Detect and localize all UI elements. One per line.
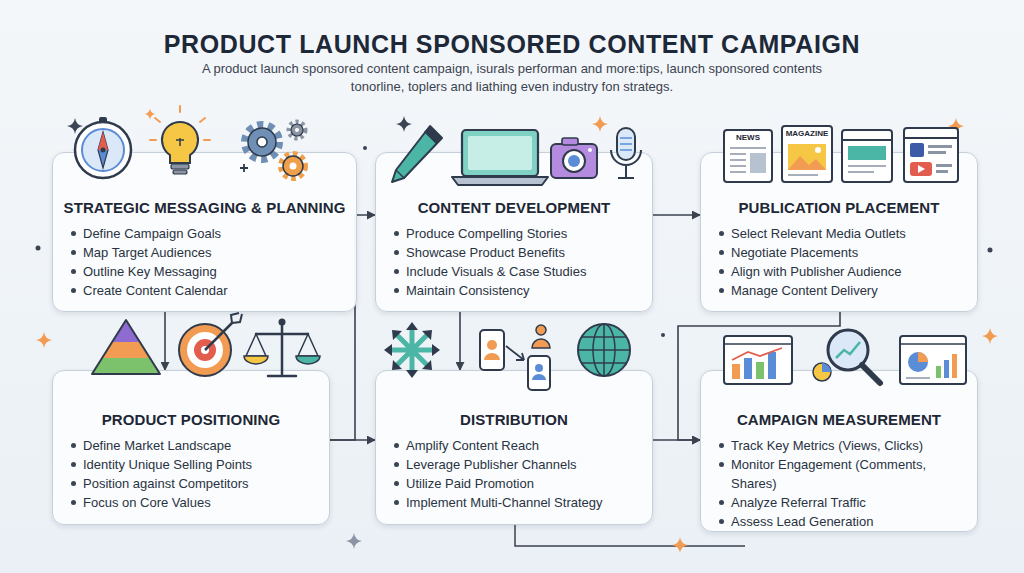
box-title: CONTENT DEVELOPMENT <box>382 199 646 217</box>
flow-arrow <box>653 439 700 441</box>
bullet-item: Create Content Calendar <box>53 281 356 300</box>
pyramid-icon <box>92 320 160 374</box>
box-title: STRATEGIC MESSAGING & PLANNING <box>59 199 350 217</box>
globe-icon <box>578 324 630 376</box>
flow-arrow <box>459 312 461 370</box>
bullet-item: Manage Content Delivery <box>701 281 977 300</box>
icon-label: MAGAZINE <box>782 129 832 138</box>
bullet-item: Utilize Paid Promotion <box>376 474 652 493</box>
bullet-item: Align with Publisher Audience <box>701 262 977 281</box>
sparkles <box>36 108 999 553</box>
process-box: STRATEGIC MESSAGING & PLANNING Define Cam… <box>52 152 357 312</box>
scales-icon <box>244 319 320 377</box>
bullet-item: Showcase Product Benefits <box>376 243 652 262</box>
flow-arrow <box>330 439 375 441</box>
bullet-item: Analyze Referral Traffic <box>701 493 977 512</box>
bullet-item: Position against Competitors <box>53 474 329 493</box>
bullet-item: Maintain Consistency <box>376 281 652 300</box>
process-box: PRODUCT POSITIONING Define Market Landsca… <box>52 370 330 525</box>
box-title: PRODUCT POSITIONING <box>59 411 323 429</box>
bullet-item: Monitor Engagement (Comments, Shares) <box>701 455 977 493</box>
bullet-item: Amplify Content Reach <box>376 436 652 455</box>
icon-label: NEWS <box>724 133 772 142</box>
bullet-item: Leverage Publisher Channels <box>376 455 652 474</box>
bullet-item: Include Visuals & Case Studies <box>376 262 652 281</box>
process-box: DISTRIBUTION Amplify Content ReachLeverag… <box>375 370 653 525</box>
target-icon <box>179 313 242 376</box>
diagram-title: PRODUCT LAUNCH SPONSORED CONTENT CAMPAIG… <box>0 30 1024 59</box>
process-box: CAMPAIGN MEASUREMENT Track Key Metrics (V… <box>700 370 978 532</box>
bullet-item: Track Key Metrics (Views, Clicks) <box>701 436 977 455</box>
bullet-item: Focus on Core Values <box>53 493 329 512</box>
box-title: CAMPAIGN MEASUREMENT <box>707 411 971 429</box>
bullet-item: Select Relevant Media Outlets <box>701 224 977 243</box>
bullet-item: Implement Multi-Channel Strategy <box>376 493 652 512</box>
bullet-item: Assess Lead Generation <box>701 512 977 531</box>
flow-arrow <box>653 214 700 216</box>
box-title: PUBLICATION PLACEMENT <box>707 199 971 217</box>
flow-arrow <box>164 312 166 370</box>
bullet-item: Produce Compelling Stories <box>376 224 652 243</box>
process-box: CONTENT DEVELOPMENT Produce Compelling St… <box>375 152 653 312</box>
bullet-item: Identity Unique Selling Points <box>53 455 329 474</box>
process-box: PUBLICATION PLACEMENT Select Relevant Med… <box>700 152 978 312</box>
diagram-caption: A product launch sponsored content campa… <box>182 60 842 96</box>
box-title: DISTRIBUTION <box>382 411 646 429</box>
bullet-item: Define Market Landscape <box>53 436 329 455</box>
bullet-item: Outline Key Messaging <box>53 262 356 281</box>
bullet-item: Map Target Audiences <box>53 243 356 262</box>
burst-arrows-icon <box>390 328 434 372</box>
bullet-item: Negotiate Placements <box>701 243 977 262</box>
bullet-item: Define Campaign Goals <box>53 224 356 243</box>
